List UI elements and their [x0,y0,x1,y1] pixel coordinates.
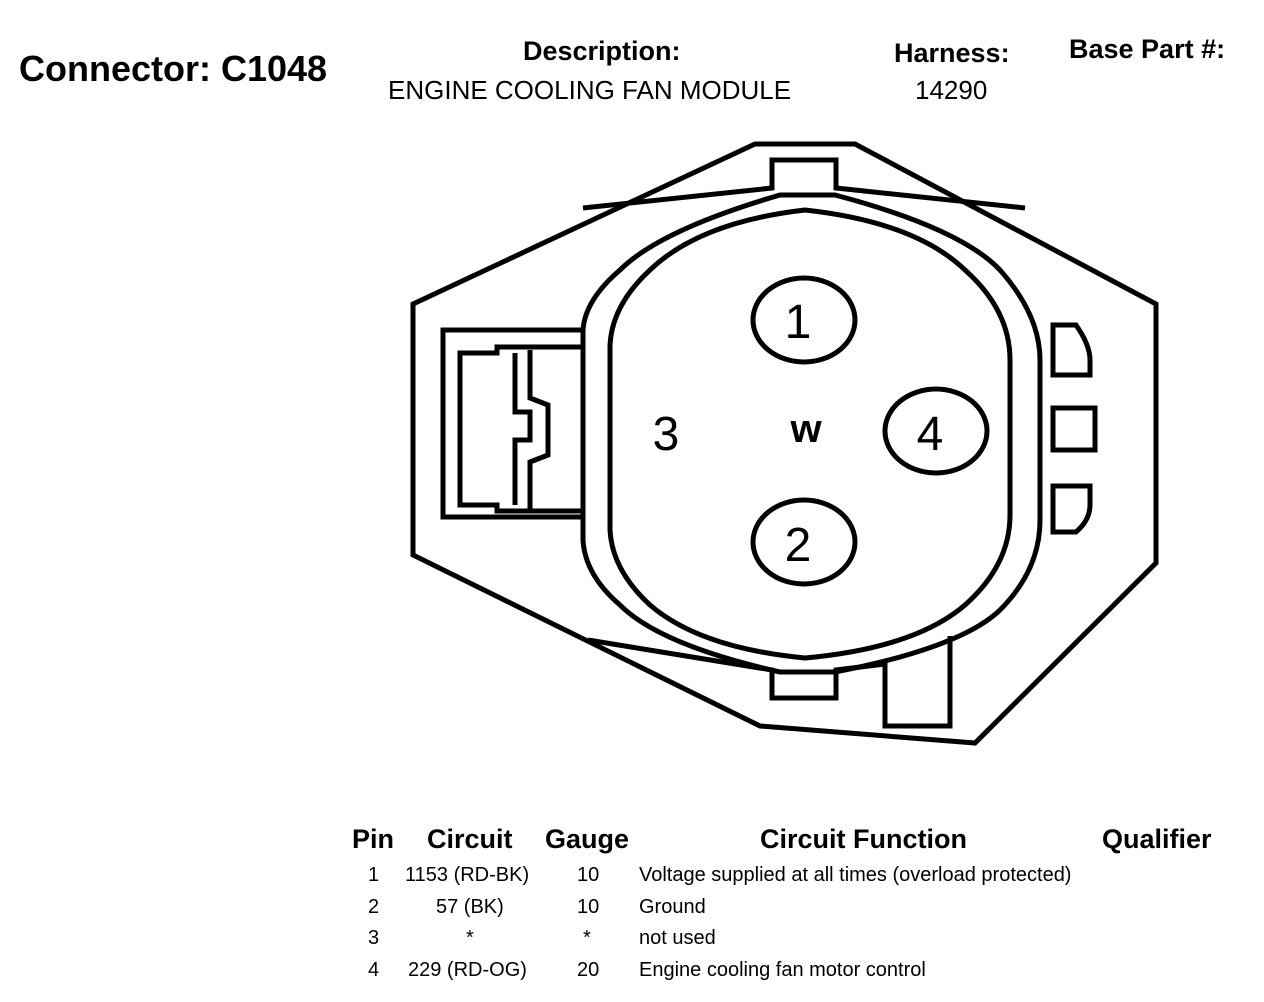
left-latch-inner [457,344,583,514]
bottom-latch [587,636,953,729]
table-row-4-function: Engine cooling fan motor control [639,959,926,981]
pin-cavity-2 [750,497,858,587]
table-row-1-circuit: 1153 (RD-BK) [405,864,530,886]
left-latch-outer [440,327,583,520]
table-row-2-circuit: 57 (BK) [436,896,504,918]
table-row-3-circuit: * [466,927,474,949]
connector-title: Connector: C1048 [19,48,328,89]
inner-ring [607,207,1013,661]
connector-housing [410,141,1159,746]
harness-label: Harness: [894,38,1010,68]
table-header-pin: Pin [352,824,395,854]
right-tab-bottom [1050,483,1093,535]
right-tab-top [1050,322,1093,378]
right-tab-middle [1050,405,1098,453]
pin-label-4: 4 [917,408,944,461]
top-latch [582,157,1026,211]
table-row-1-gauge: 10 [577,864,600,886]
table-row-1-function: Voltage supplied at all times (overload … [639,864,1072,886]
table-row-3-function: not used [639,927,716,949]
pin-label-1: 1 [785,296,812,349]
table-row-4-pin: 4 [368,959,380,981]
table-header-qualifier: Qualifier [1102,824,1212,854]
table-row-2-gauge: 10 [577,896,600,918]
left-latch-ramp [512,353,533,505]
table-row-3-pin: 3 [368,927,380,949]
pin-label-2: 2 [785,519,812,572]
table-header-gauge: Gauge [545,824,630,854]
table-row-4-gauge: 20 [577,959,600,981]
table-row-1-pin: 1 [368,864,380,886]
description-label: Description: [523,36,681,66]
table-row-2-pin: 2 [368,896,380,918]
outer-ring [580,192,1043,675]
harness-value: 14290 [915,75,988,105]
pin-cavity-4 [882,386,990,476]
table-row-2-function: Ground [639,896,706,918]
table-row-4-circuit: 229 (RD-OG) [408,959,527,981]
table-header-circuit: Circuit [427,824,513,854]
table-row-3-gauge: * [583,927,591,949]
description-value: ENGINE COOLING FAN MODULE [388,75,792,105]
pin-cavity-1 [750,275,858,365]
center-mark: w [789,407,822,451]
table-header-function: Circuit Function [760,824,967,854]
left-latch-ramp-inner [527,350,551,509]
base-part-label: Base Part #: [1069,34,1226,64]
pin-label-3: 3 [653,408,680,461]
